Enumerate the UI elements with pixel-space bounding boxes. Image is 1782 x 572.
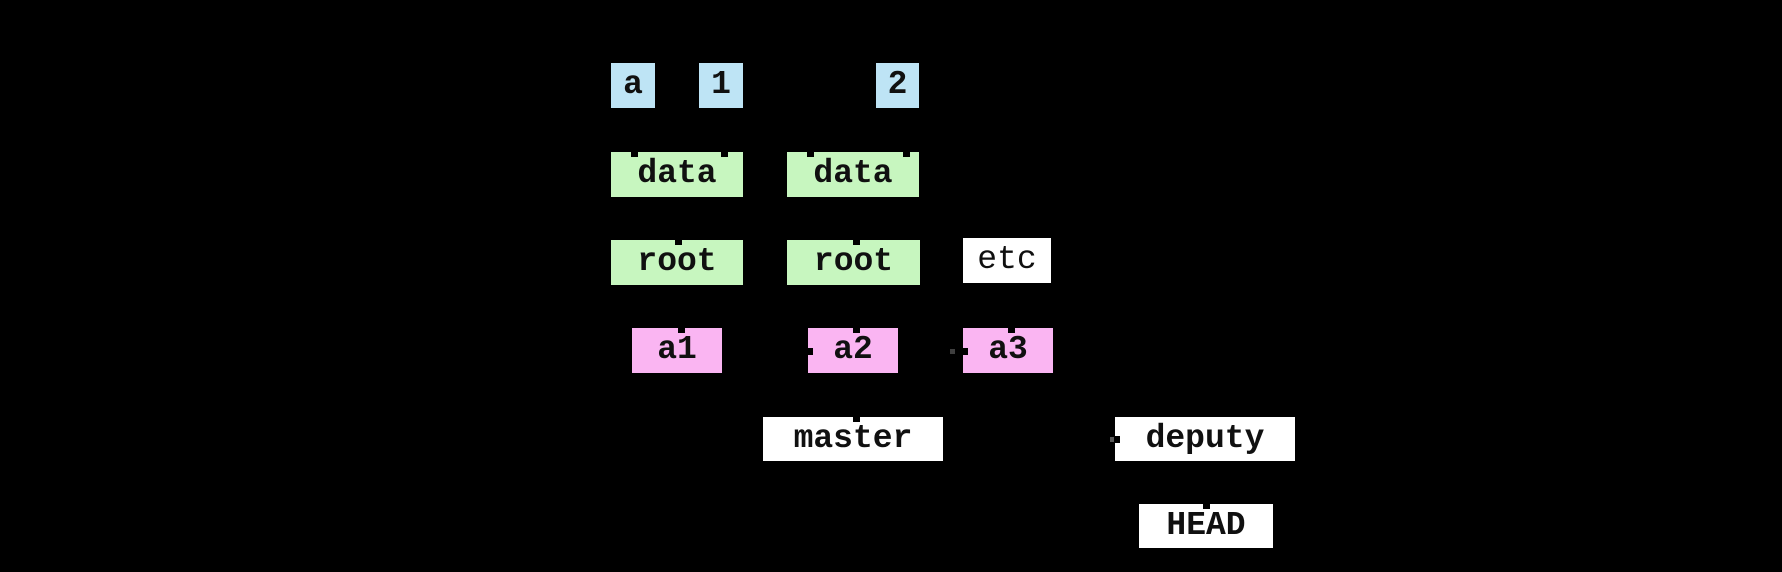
- node-commit-a3: a3: [963, 328, 1053, 373]
- node-label: master: [793, 419, 913, 457]
- node-blob-2: 2: [876, 63, 919, 108]
- node-label: HEAD: [1166, 506, 1246, 544]
- node-ref-head: HEAD: [1139, 504, 1273, 548]
- node-blob-1: 1: [699, 63, 743, 108]
- edge-tail-notch: [721, 152, 728, 157]
- node-label: root: [813, 243, 894, 280]
- edge-tail-notch: [631, 152, 638, 157]
- edge-tail-notch: [903, 152, 910, 157]
- edge-line-artifact: [1110, 437, 1114, 442]
- edge-tail-notch: [807, 152, 814, 157]
- node-label: data: [813, 155, 893, 192]
- edge-tail-notch: [853, 240, 860, 245]
- node-label: a3: [988, 331, 1028, 368]
- node-etc: etc: [963, 238, 1051, 283]
- node-commit-a2: a2: [808, 328, 898, 373]
- edge-tail-notch: [1008, 328, 1015, 333]
- node-tree-root-1: root: [611, 240, 743, 285]
- node-commit-a1: a1: [632, 328, 722, 373]
- edge-tail-notch: [853, 328, 860, 333]
- node-label: root: [637, 243, 717, 280]
- node-label: 1: [711, 66, 731, 103]
- node-label: etc: [977, 241, 1037, 278]
- edge-tail-notch-left: [1115, 436, 1120, 443]
- node-blob-a: a: [611, 63, 655, 108]
- node-tree-root-2: root: [787, 240, 920, 285]
- edge-tail-notch-left: [808, 348, 813, 355]
- node-label: a1: [657, 331, 697, 368]
- node-tree-data-1: data: [611, 152, 743, 197]
- node-ref-deputy: deputy: [1115, 417, 1295, 461]
- edge-tail-notch: [853, 417, 860, 422]
- edge-tail-notch: [1203, 504, 1210, 509]
- node-label: deputy: [1145, 419, 1265, 457]
- edge-tail-notch-left: [963, 348, 968, 355]
- edge-tail-notch: [678, 328, 685, 333]
- node-tree-data-2: data: [787, 152, 919, 197]
- node-label: a: [623, 66, 643, 103]
- node-ref-master: master: [763, 417, 943, 461]
- node-label: a2: [833, 331, 873, 368]
- node-label: data: [637, 155, 717, 192]
- edge-tail-notch: [675, 240, 682, 245]
- edge-line-artifact: [950, 349, 955, 354]
- node-label: 2: [887, 66, 908, 103]
